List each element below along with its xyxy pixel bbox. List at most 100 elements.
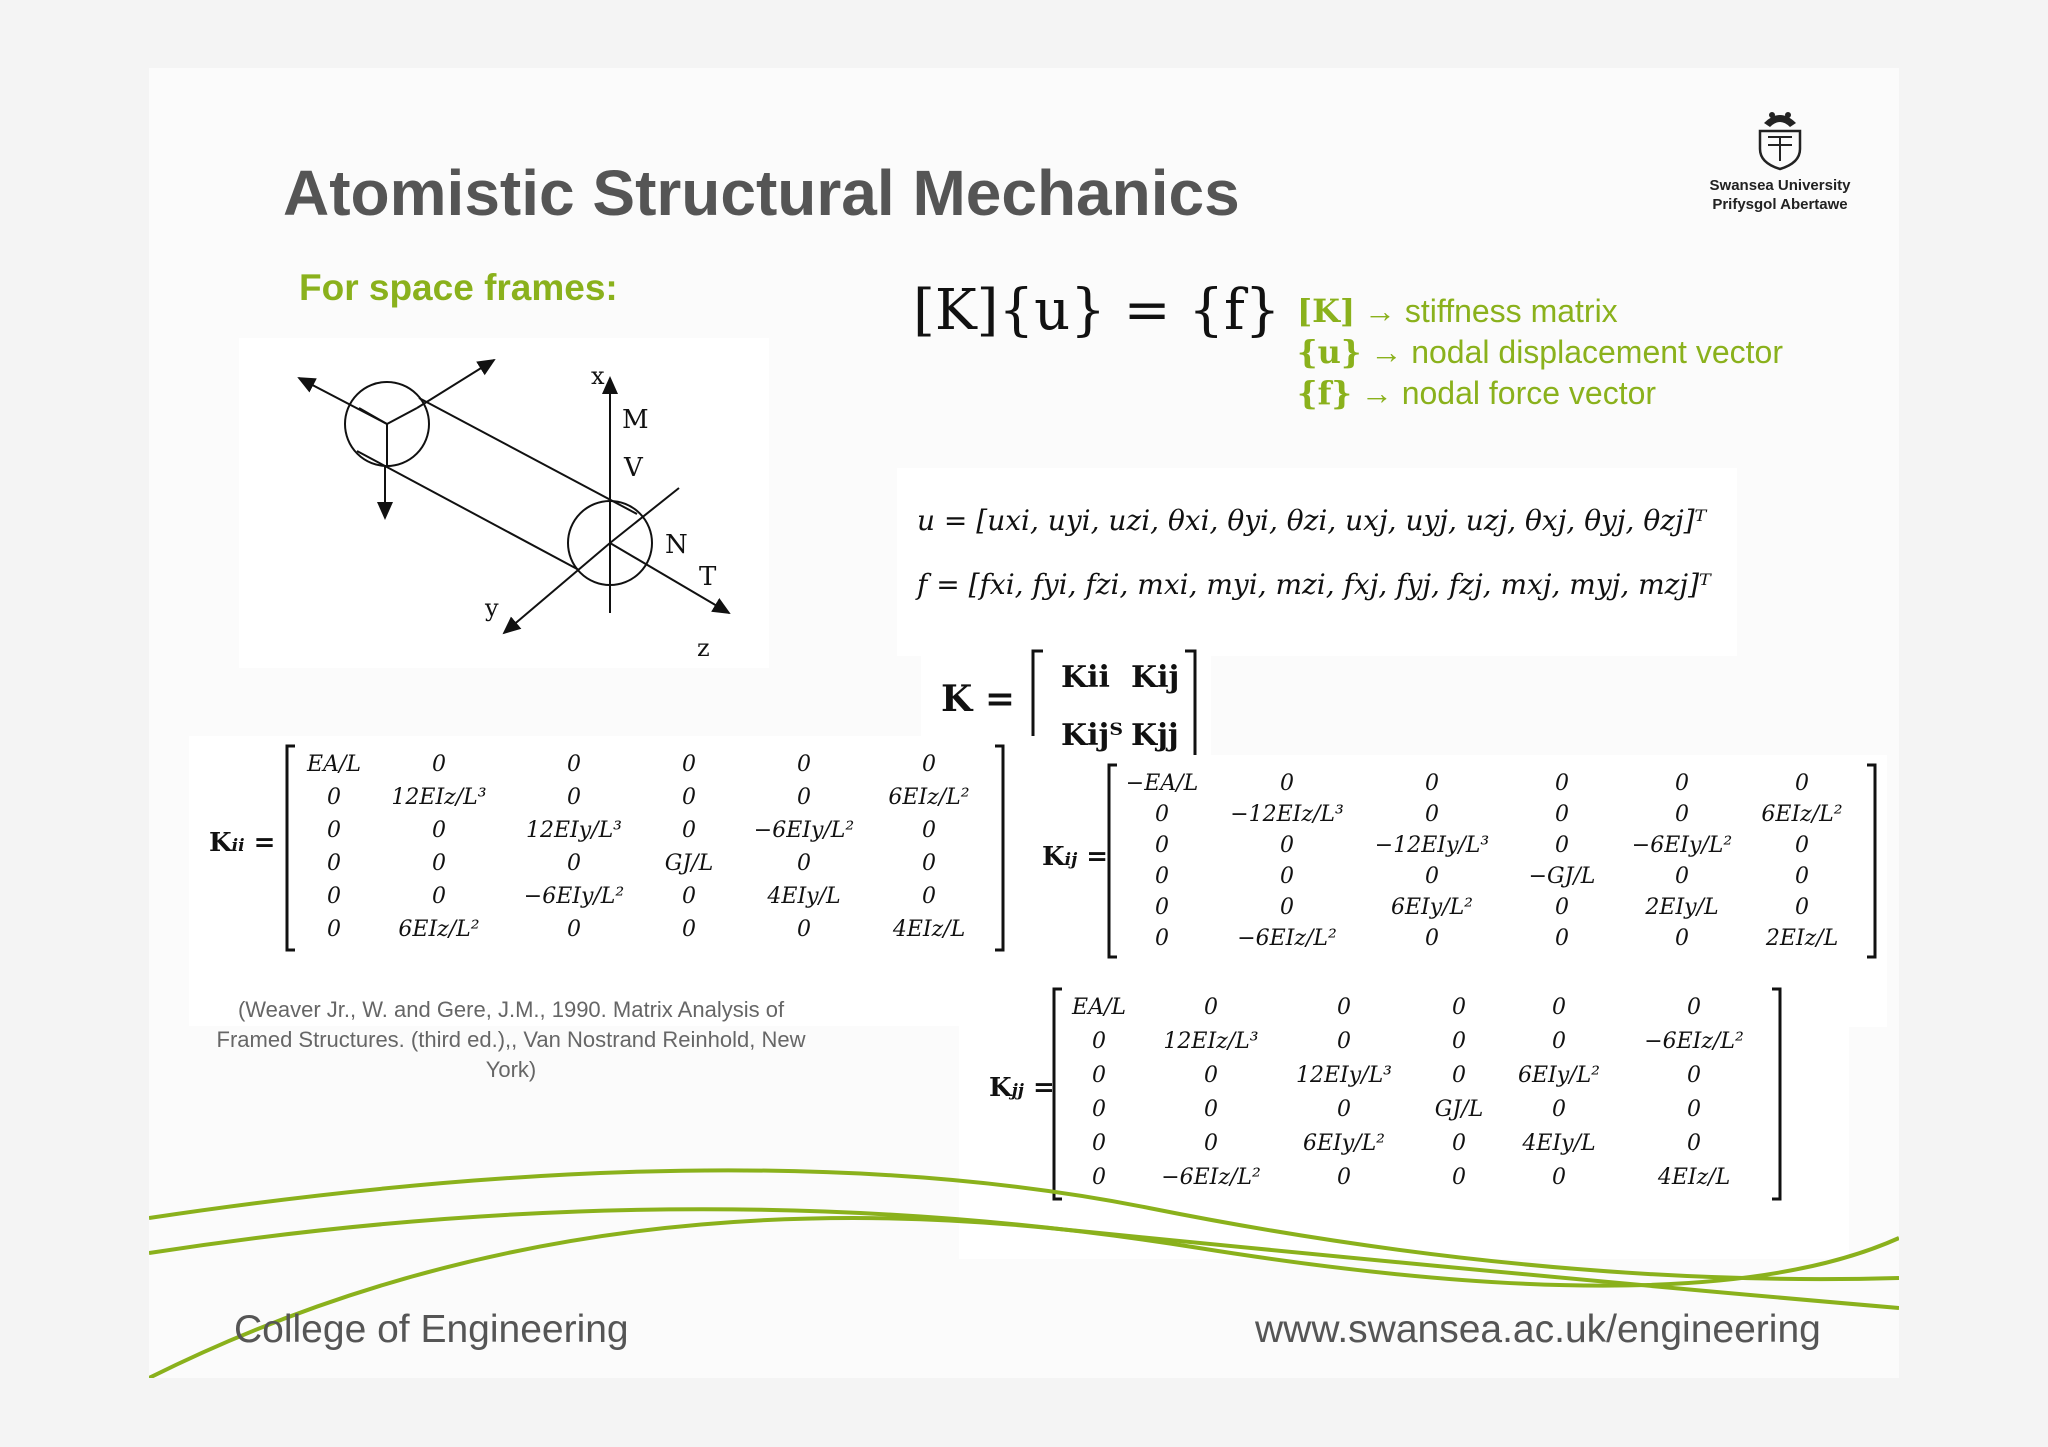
matrix-cell: 0 (1675, 926, 1689, 951)
matrix-cell: 0 (432, 851, 446, 876)
kij-label: Kij = (1042, 842, 1109, 873)
legend-item-f: {f} → nodal force vector (1297, 374, 1657, 412)
matrix-cell: 4EIy/L (767, 884, 841, 909)
governing-equation: [K]{u} = {f} (913, 278, 1281, 343)
k-block-r2c2: Kjj (1131, 718, 1179, 753)
matrix-cell: −EA/L (1125, 771, 1199, 796)
vector-definitions: u = [uxi, uyi, uzi, θxi, θyi, θzi, uxj, … (897, 468, 1737, 656)
university-logo: Swansea University Prifysgol Abertawe (1700, 101, 1860, 214)
matrix-cell: 0 (682, 818, 696, 843)
matrix-cell: 0 (682, 884, 696, 909)
matrix-cell: 0 (1687, 1131, 1701, 1156)
label-V: V (623, 453, 644, 483)
matrix-cell: −GJ/L (1528, 864, 1596, 889)
crest-icon (1758, 112, 1802, 171)
matrix-cell: 0 (1092, 1097, 1106, 1122)
matrix-cell: 12EIy/L³ (525, 818, 623, 843)
matrix-cell: 0 (567, 785, 581, 810)
kii-label: Kii = (209, 827, 276, 858)
matrix-cell: 0 (567, 752, 581, 777)
matrix-cell: 0 (1425, 771, 1439, 796)
decorative-waves (149, 1168, 1899, 1378)
matrix-cell: 0 (1280, 833, 1294, 858)
matrix-cell: 0 (1280, 864, 1294, 889)
matrix-cell: 12EIy/L³ (1295, 1063, 1393, 1088)
legend-item-u: {u} → nodal displacement vector (1297, 333, 1783, 371)
matrix-cell: 0 (327, 785, 341, 810)
matrix-cell: 0 (327, 884, 341, 909)
matrix-cell: 0 (1280, 895, 1294, 920)
matrix-cell: 0 (1204, 1131, 1218, 1156)
matrix-cell: 0 (1555, 895, 1569, 920)
matrix-cell: 0 (922, 818, 936, 843)
matrix-cell: 0 (1795, 864, 1809, 889)
kii-brackets (285, 744, 1005, 952)
matrix-cell: 0 (1675, 771, 1689, 796)
page-title: Atomistic Structural Mechanics (283, 157, 1240, 229)
matrix-cell: 0 (1555, 802, 1569, 827)
matrix-cell: 0 (1204, 995, 1218, 1020)
matrix-cell: 0 (1687, 995, 1701, 1020)
matrix-cell: 0 (327, 917, 341, 942)
slide: Atomistic Structural Mechanics Swansea U… (149, 68, 1899, 1378)
logo-line-1: Swansea University (1709, 177, 1851, 194)
matrix-cell: 0 (922, 851, 936, 876)
matrix-cell: 4EIz/L (1657, 1165, 1731, 1190)
matrix-cell: −12EIy/L³ (1374, 833, 1490, 858)
matrix-cell: −12EIz/L³ (1230, 802, 1344, 827)
f-vector: f = [fxi, fyi, fzi, mxi, myi, mzi, fxj, … (917, 568, 1711, 601)
matrix-cell: 0 (1452, 995, 1466, 1020)
label-T: T (699, 562, 717, 592)
matrix-cell: GJ/L (1434, 1097, 1484, 1122)
subtitle: For space frames: (299, 267, 618, 308)
matrix-cell: 0 (1204, 1063, 1218, 1088)
matrix-cell: 0 (1204, 1097, 1218, 1122)
matrix-cell: 12EIz/L³ (1163, 1029, 1259, 1054)
matrix-cell: 0 (1555, 771, 1569, 796)
matrix-cell: 0 (1555, 833, 1569, 858)
symbol-legend: [K] → stiffness matrix {u} → nodal displ… (1297, 291, 1783, 414)
matrix-cell: 0 (922, 752, 936, 777)
matrix-cell: 2EIz/L (1765, 926, 1839, 951)
matrix-cell: 0 (1337, 1165, 1351, 1190)
matrix-cell: 6EIz/L² (888, 785, 970, 810)
matrix-cell: 0 (797, 785, 811, 810)
space-frame-diagram: x M V N T y z (239, 338, 769, 668)
kjj-brackets (1052, 987, 1782, 1201)
kij-brackets (1107, 763, 1877, 959)
matrix-cell: 0 (682, 785, 696, 810)
matrix-cell: 0 (1552, 1029, 1566, 1054)
matrix-cell: 6EIy/L² (1517, 1063, 1601, 1088)
matrix-cell: 0 (1552, 1097, 1566, 1122)
matrix-cell: −6EIz/L² (1161, 1165, 1261, 1190)
matrix-cell: 2EIy/L (1645, 895, 1719, 920)
frame-drawing: x M V N T y z (297, 358, 731, 662)
matrix-cell: 0 (922, 884, 936, 909)
matrix-cell: 0 (1280, 771, 1294, 796)
footer-website[interactable]: www.swansea.ac.uk/engineering (1255, 1308, 1821, 1351)
matrix-cell: EA/L (1072, 995, 1126, 1020)
matrix-cell: 0 (1337, 995, 1351, 1020)
kjj-label: Kjj = (989, 1073, 1055, 1104)
matrix-cell: 6EIz/L² (1761, 802, 1843, 827)
matrix-cell: 0 (1452, 1131, 1466, 1156)
matrix-cell: −6EIz/L² (1644, 1029, 1744, 1054)
matrix-cell: 0 (327, 851, 341, 876)
matrix-cell: 6EIz/L² (398, 917, 480, 942)
matrix-cell: 0 (1452, 1165, 1466, 1190)
matrix-cell: −6EIy/L² (1631, 833, 1733, 858)
matrix-cell: 0 (682, 752, 696, 777)
matrix-cell: 0 (1675, 802, 1689, 827)
matrix-cell: 0 (1337, 1029, 1351, 1054)
label-y: y (484, 594, 499, 622)
k-block-lhs: K = (941, 678, 1015, 720)
matrix-cell: 6EIy/L² (1390, 895, 1474, 920)
matrix-cell: 6EIy/L² (1302, 1131, 1386, 1156)
matrix-cell: 0 (1155, 802, 1169, 827)
matrix-cell: −6EIy/L² (753, 818, 855, 843)
matrix-cell: 0 (1092, 1131, 1106, 1156)
matrix-cell: 0 (1687, 1097, 1701, 1122)
matrix-cell: 0 (1425, 926, 1439, 951)
matrix-cell: 0 (1687, 1063, 1701, 1088)
